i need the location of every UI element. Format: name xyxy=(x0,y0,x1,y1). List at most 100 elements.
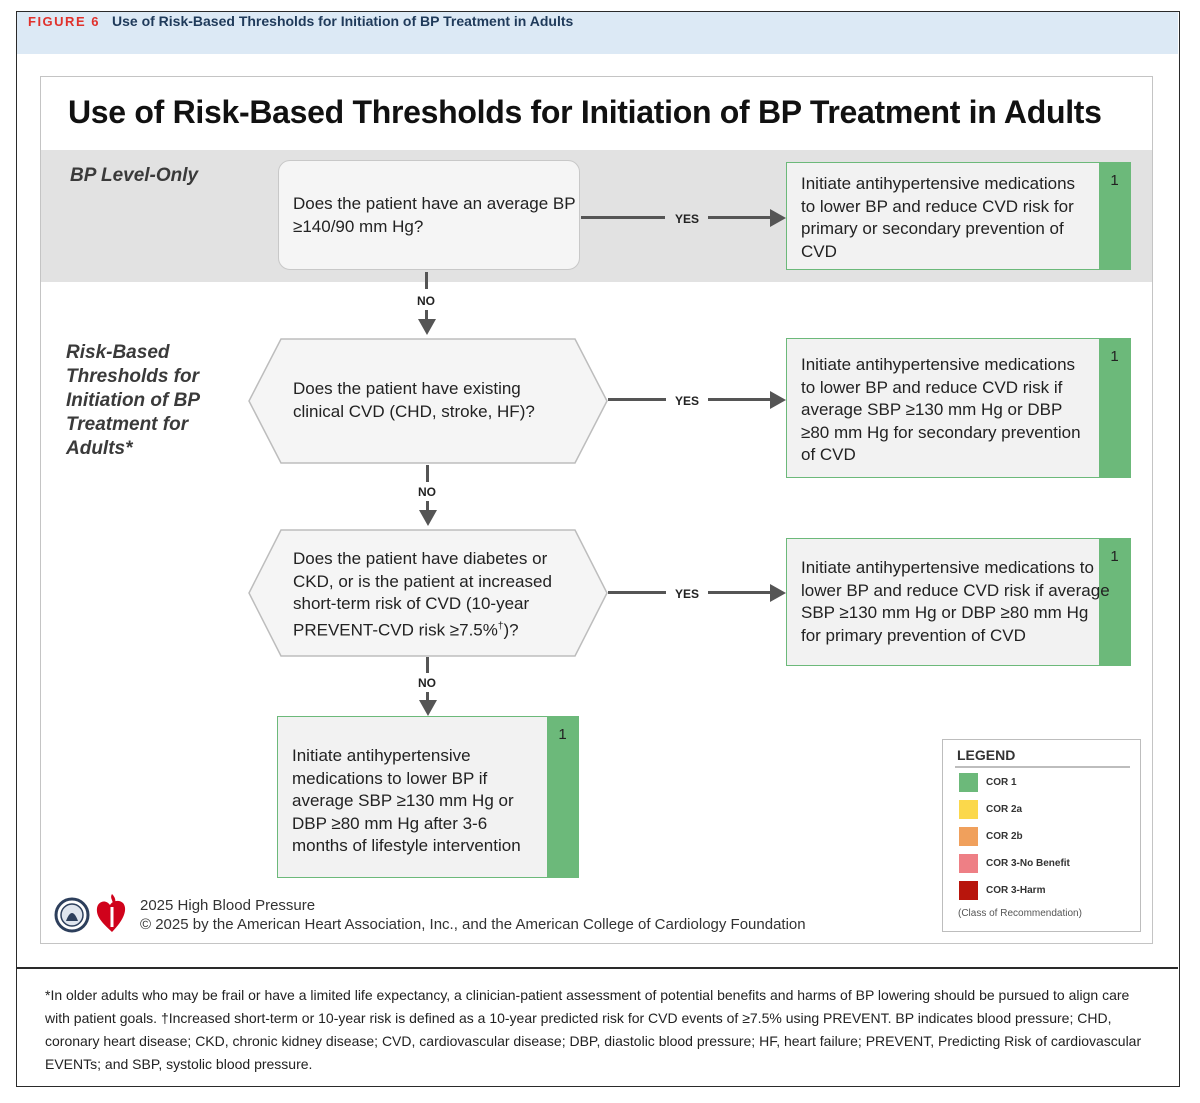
legend-swatch-cor-3-harm xyxy=(959,881,978,900)
legend-label: COR 3-No Benefit xyxy=(986,858,1070,869)
question-2-hexagon xyxy=(248,338,608,464)
footnote-mark: † xyxy=(497,620,504,632)
cor-1-strip: 1 xyxy=(1099,339,1130,477)
outcome-line: primary or secondary prevention of xyxy=(801,219,1064,238)
outcome-line: ≥80 mm Hg for secondary prevention xyxy=(801,422,1081,442)
outcome-line: lower BP and reduce CVD risk if average xyxy=(801,580,1110,600)
cor-1-strip: 1 xyxy=(547,717,578,877)
footnote-divider xyxy=(17,967,1178,969)
question-line: PREVENT-CVD risk ≥7.5%†)? xyxy=(293,616,552,642)
question-1-box xyxy=(278,160,580,270)
arrow-down-icon xyxy=(419,510,437,526)
question-line: ≥140/90 mm Hg? xyxy=(293,216,424,236)
risk-based-label: Risk-Based Thresholds for Initiation of … xyxy=(66,341,200,461)
outcome-line: average SBP ≥130 mm Hg or xyxy=(292,791,514,810)
footnote-text: *In older adults who may be frail or hav… xyxy=(45,987,1142,1072)
outcome-line: DBP ≥80 mm Hg after 3-6 xyxy=(292,813,488,833)
question-2-text: Does the patient have existing clinical … xyxy=(293,378,535,423)
yes-connector-line xyxy=(708,591,770,594)
cor-1-strip: 1 xyxy=(1099,539,1130,665)
legend-swatch-cor-2a xyxy=(959,800,978,819)
outcome-4-text: Initiate antihypertensive medications to… xyxy=(292,745,521,858)
outcome-3-box: 1 Initiate antihypertensive medications … xyxy=(786,538,1131,666)
risk-based-label-line: Treatment for xyxy=(66,414,189,435)
legend-label: COR 1 xyxy=(986,777,1017,788)
band-label: BP Level-Only xyxy=(70,165,199,186)
question-line: CKD, or is the patient at increased xyxy=(293,571,552,591)
cor-number: 1 xyxy=(1110,348,1119,365)
outcome-line: Initiate antihypertensive medications xyxy=(801,174,1076,193)
figure-frame xyxy=(16,11,1180,1087)
yes-label: YES xyxy=(675,394,700,408)
cor-number: 1 xyxy=(558,726,567,743)
diagram-title: Use of Risk-Based Thresholds for Initiat… xyxy=(68,94,1102,130)
yes-connector-line xyxy=(708,216,770,219)
arrow-right-icon xyxy=(770,391,786,409)
cor-1-strip: 1 xyxy=(1099,163,1130,269)
no-label: NO xyxy=(418,485,436,499)
question-line: Does the patient have existing xyxy=(293,379,521,398)
cor-number: 1 xyxy=(1110,172,1119,189)
yes-connector-line xyxy=(581,216,665,219)
legend-divider xyxy=(955,766,1130,768)
legend-swatch-cor-2b xyxy=(959,827,978,846)
outcome-3-text: Initiate antihypertensive medications to… xyxy=(801,557,1110,647)
question-line-part: )? xyxy=(503,620,519,640)
legend-swatch-cor-1 xyxy=(959,773,978,792)
credit-copyright: © 2025 by the American Heart Association… xyxy=(140,916,806,933)
outcome-line: Initiate antihypertensive medications xyxy=(801,355,1076,374)
outcome-line: to lower BP and reduce CVD risk for xyxy=(801,196,1074,216)
legend-note: (Class of Recommendation) xyxy=(958,908,1082,919)
outcome-line: months of lifestyle intervention xyxy=(292,836,521,855)
question-line: Does the patient have an average BP xyxy=(293,194,576,213)
yes-connector-line xyxy=(608,398,666,401)
question-line: short-term risk of CVD (10-year xyxy=(293,594,530,613)
acc-seal-icon xyxy=(54,897,90,933)
figure-label: FIGURE 6 xyxy=(28,14,100,29)
risk-based-label-line: Risk-Based xyxy=(66,342,170,363)
question-line: clinical CVD (CHD, stroke, HF)? xyxy=(293,401,535,421)
no-connector-line xyxy=(426,465,429,482)
outcome-line: of CVD xyxy=(801,445,856,464)
outcome-2-text: Initiate antihypertensive medications to… xyxy=(801,354,1081,467)
outcome-line: CVD xyxy=(801,241,837,261)
credit-title: 2025 High Blood Pressure xyxy=(140,897,316,914)
no-connector-line xyxy=(425,310,428,320)
arrow-right-icon xyxy=(770,584,786,602)
question-line: Does the patient have diabetes or xyxy=(293,549,548,568)
no-connector-line xyxy=(426,657,429,673)
outcome-line: SBP ≥130 mm Hg or DBP ≥80 mm Hg xyxy=(801,603,1089,622)
no-connector-line xyxy=(426,501,429,511)
outcome-line: Initiate antihypertensive medications to xyxy=(801,558,1094,577)
no-label: NO xyxy=(418,676,436,690)
outcome-line: Initiate antihypertensive xyxy=(292,746,471,765)
risk-based-label-line: Thresholds for xyxy=(66,366,200,387)
yes-connector-line xyxy=(608,591,666,594)
outcome-1-text: Initiate antihypertensive medications to… xyxy=(801,173,1075,263)
figure-header xyxy=(17,12,1178,54)
outcome-line: for primary prevention of CVD xyxy=(801,625,1026,645)
legend-title: LEGEND xyxy=(957,747,1016,763)
yes-label: YES xyxy=(675,212,700,226)
outcome-line: average SBP ≥130 mm Hg or DBP xyxy=(801,400,1063,419)
arrow-down-icon xyxy=(418,319,436,335)
question-3-text: Does the patient have diabetes or CKD, o… xyxy=(293,548,552,642)
legend: LEGEND COR 1 COR 2a COR 2b COR 3-No Bene… xyxy=(942,739,1141,932)
no-connector-line xyxy=(426,692,429,701)
arrow-down-icon xyxy=(419,700,437,716)
arrow-right-icon xyxy=(770,209,786,227)
yes-label: YES xyxy=(675,587,700,601)
legend-swatch-cor-3-no-benefit xyxy=(959,854,978,873)
aha-heart-torch-icon xyxy=(96,894,126,932)
outcome-1-box: 1 Initiate antihypertensive medications … xyxy=(786,162,1131,270)
risk-based-label-line: Adults* xyxy=(66,438,133,459)
legend-label: COR 2a xyxy=(986,804,1023,815)
cor-number: 1 xyxy=(1110,548,1119,565)
outcome-line: medications to lower BP if xyxy=(292,768,488,788)
question-3-hexagon xyxy=(248,529,608,657)
outcome-4-box: 1 Initiate antihypertensive medications … xyxy=(277,716,579,878)
no-label: NO xyxy=(417,294,435,308)
legend-label: COR 2b xyxy=(986,831,1023,842)
risk-based-label-line: Initiation of BP xyxy=(66,390,201,411)
legend-label: COR 3-Harm xyxy=(986,885,1046,896)
